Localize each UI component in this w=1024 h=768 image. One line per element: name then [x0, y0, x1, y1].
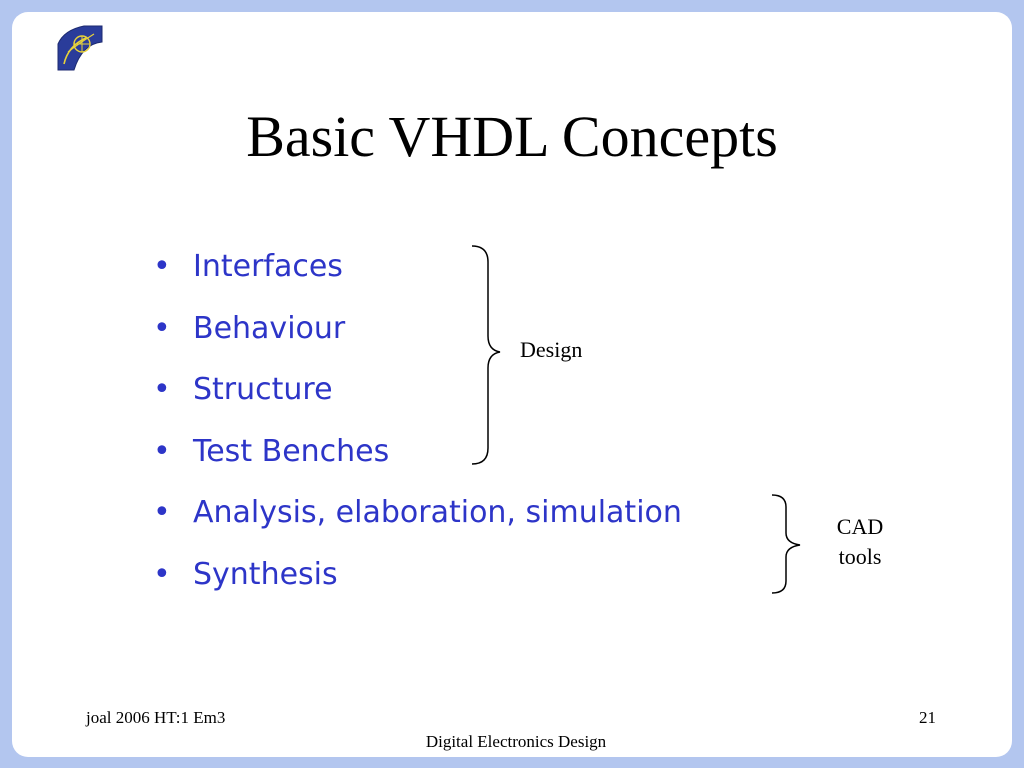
bullet-dot: •	[153, 495, 171, 530]
cad-label-line2: tools	[838, 544, 882, 569]
bullet-text: Analysis, elaboration, simulation	[193, 495, 682, 530]
footer-page-number: 21	[919, 708, 936, 727]
cad-tools-brace-icon	[771, 494, 801, 594]
bullet-dot: •	[153, 372, 171, 407]
bullet-list: • Interfaces • Behaviour • Structure • Test …	[153, 244, 682, 613]
bullet-text: Structure	[193, 372, 333, 407]
cad-tools-label: CAD tools	[822, 512, 898, 572]
list-item: • Interfaces	[153, 244, 682, 306]
bullet-dot: •	[153, 310, 171, 346]
bullet-dot: •	[153, 249, 171, 284]
footer-course-title: Digital Electronics Design	[425, 732, 607, 751]
bullet-text: Synthesis	[193, 556, 338, 592]
list-item: • Analysis, elaboration, simulation	[153, 490, 682, 552]
list-item: • Test Benches	[153, 429, 682, 491]
list-item: • Behaviour	[153, 306, 682, 368]
slide-panel	[12, 12, 1012, 757]
footer-author: joal 2006 HT:1 Em3	[86, 708, 226, 727]
design-label: Design	[520, 337, 583, 362]
bullet-dot: •	[153, 433, 171, 469]
bullet-text: Behaviour	[193, 310, 346, 346]
slide-title: Basic VHDL Concepts	[246, 104, 778, 169]
bullet-text: Interfaces	[193, 249, 343, 284]
design-brace-icon	[471, 245, 501, 465]
university-logo-icon	[57, 25, 103, 71]
cad-label-line1: CAD	[836, 514, 884, 539]
list-item: • Synthesis	[153, 552, 682, 614]
list-item: • Structure	[153, 367, 682, 429]
bullet-dot: •	[153, 556, 171, 592]
bullet-text: Test Benches	[193, 433, 390, 469]
